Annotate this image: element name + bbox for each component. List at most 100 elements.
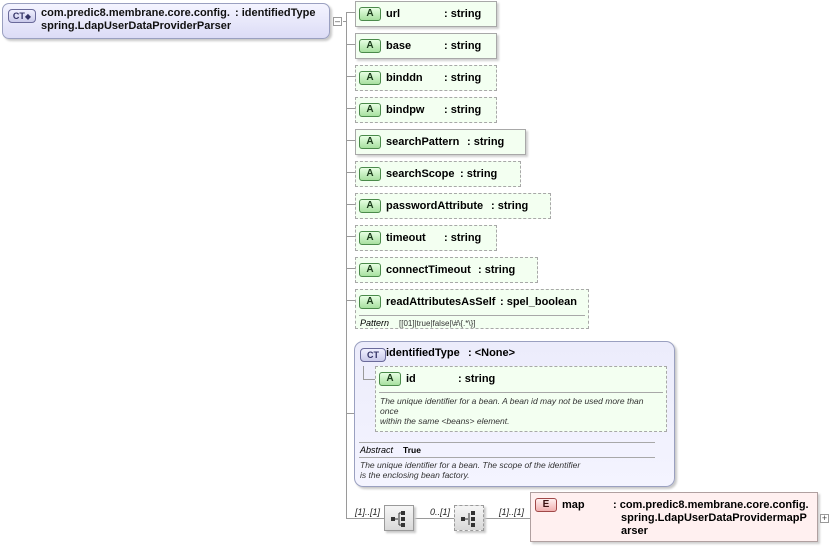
connector-searchpattern — [346, 140, 355, 141]
root-complex-type[interactable]: CT◆ com.predic8.membrane.core.config. sp… — [2, 3, 330, 39]
abstract-value: True — [403, 445, 421, 455]
element-multiplicity: [1]..[1] — [499, 507, 525, 517]
sequence-multiplicity: [1]..[1] — [355, 507, 381, 517]
identified-type-base: : <None> — [468, 347, 516, 359]
complex-type-badge: CT◆ — [8, 9, 36, 23]
connector-sequence — [346, 518, 384, 519]
attribute-name: searchScope — [386, 168, 455, 180]
sequence-compositor[interactable] — [384, 505, 414, 531]
attribute-timeout[interactable]: A timeout : string — [355, 225, 497, 251]
connector-id — [363, 379, 375, 380]
attribute-type: : string — [460, 168, 498, 180]
attribute-type: : string — [444, 8, 482, 20]
attribute-name: base — [386, 40, 412, 52]
root-type-name: com.predic8.membrane.core.config. spring… — [41, 7, 231, 33]
connector-timeout — [346, 236, 355, 237]
connector-base — [346, 44, 355, 45]
it-doc-line2: is the enclosing bean factory. — [360, 470, 470, 480]
attribute-type: : string — [444, 232, 482, 244]
attribute-badge: A — [359, 7, 381, 21]
attribute-connecttimeout[interactable]: A connectTimeout : string — [355, 257, 538, 283]
element-type: : com.predic8.membrane.core.config. spri… — [613, 499, 818, 538]
attribute-type: : string — [444, 104, 482, 116]
attribute-type: : string — [467, 136, 505, 148]
root-base-type: : identifiedType — [235, 7, 316, 19]
attribute-readattributesasself[interactable]: A readAttributesAsSelf : spel_boolean Pa… — [355, 289, 589, 329]
attribute-url[interactable]: A url : string — [355, 1, 497, 27]
it-doc-line1: The unique identifier for a bean. The sc… — [360, 460, 581, 470]
attribute-badge: A — [359, 103, 381, 117]
pattern-label: Pattern — [360, 318, 390, 328]
attribute-passwordattribute[interactable]: A passwordAttribute : string — [355, 193, 551, 219]
attribute-type: : string — [444, 40, 482, 52]
id-documentation: The unique identifier for a bean. A bean… — [380, 396, 644, 426]
doc-separator-2 — [359, 457, 655, 458]
attribute-type: : string — [491, 200, 529, 212]
abstract-separator — [359, 442, 655, 443]
collapse-toggle-icon[interactable]: – — [333, 16, 342, 26]
identified-type-complex-type[interactable]: CT identifiedType : <None> A id : string… — [354, 341, 675, 487]
attribute-name: url — [386, 8, 401, 20]
connector-trunk — [346, 12, 347, 518]
connector-root — [343, 21, 347, 22]
connector-searchscope — [346, 172, 355, 173]
connector-url — [346, 12, 355, 13]
attribute-badge: A — [359, 263, 381, 277]
identified-type-name: identifiedType — [386, 347, 460, 359]
choice-icon — [461, 511, 475, 527]
attribute-badge: A — [359, 167, 381, 181]
connector-passwordattribute — [346, 204, 355, 205]
doc-separator — [379, 392, 663, 393]
id-doc-line2: once — [380, 406, 399, 416]
pattern-value: [[01]|true|false|\#\{.*\}] — [399, 319, 476, 328]
root-name-line1: com.predic8.membrane.core.config. — [41, 7, 230, 19]
connector-binddn — [346, 76, 355, 77]
attribute-bindpw[interactable]: A bindpw : string — [355, 97, 497, 123]
facet-separator — [359, 315, 585, 316]
attribute-badge: A — [359, 135, 381, 149]
attribute-type: : string — [444, 72, 482, 84]
complex-type-badge: CT — [360, 348, 386, 362]
attribute-name: binddn — [386, 72, 423, 84]
attribute-base[interactable]: A base : string — [355, 33, 497, 59]
attribute-name: searchPattern — [386, 136, 460, 148]
attribute-id[interactable]: A id : string The unique identifier for … — [375, 366, 667, 432]
attribute-name: timeout — [386, 232, 426, 244]
root-name-line2: spring.LdapUserDataProviderParser — [41, 20, 232, 32]
complex-type-badge-label: CT — [12, 11, 25, 21]
attribute-badge: A — [359, 39, 381, 53]
connector-element — [484, 518, 530, 519]
id-doc-line3: within the same <beans> element. — [380, 416, 510, 426]
attribute-binddn[interactable]: A binddn : string — [355, 65, 497, 91]
element-badge: E — [535, 498, 557, 512]
element-type-line1: : com.predic8.membrane.core.config. — [613, 499, 809, 511]
attribute-type: : string — [478, 264, 516, 276]
expand-toggle-icon[interactable]: + — [820, 513, 829, 523]
id-doc-line1: The unique identifier for a bean. A bean… — [380, 396, 644, 406]
attribute-name: passwordAttribute — [386, 200, 484, 212]
abstract-label: Abstract — [360, 445, 394, 455]
connector-identifiedtype — [346, 413, 354, 414]
element-name: map — [562, 499, 585, 511]
attribute-badge: A — [359, 71, 381, 85]
identified-type-documentation: The unique identifier for a bean. The sc… — [360, 460, 580, 480]
choice-compositor[interactable] — [454, 505, 484, 531]
attribute-name: readAttributesAsSelf — [386, 296, 496, 308]
attribute-name: connectTimeout — [386, 264, 471, 276]
connector-id-trunk — [363, 366, 364, 380]
attribute-badge: A — [359, 199, 381, 213]
attribute-searchpattern[interactable]: A searchPattern : string — [355, 129, 526, 155]
connector-connecttimeout — [346, 268, 355, 269]
attribute-searchscope[interactable]: A searchScope : string — [355, 161, 521, 187]
choice-multiplicity: 0..[1] — [430, 507, 451, 517]
attribute-badge: A — [359, 295, 381, 309]
sequence-icon — [391, 511, 405, 527]
element-type-line3: arser — [621, 525, 648, 537]
connector-readattributes — [346, 300, 355, 301]
element-map[interactable]: E map : com.predic8.membrane.core.config… — [530, 492, 818, 542]
attribute-type: : string — [458, 373, 496, 385]
sequence-glyph-icon: ◆ — [24, 12, 32, 21]
attribute-name: bindpw — [386, 104, 425, 116]
attribute-type: : spel_boolean — [500, 296, 578, 308]
element-type-line2: spring.LdapUserDataProvidermapP — [621, 512, 807, 524]
